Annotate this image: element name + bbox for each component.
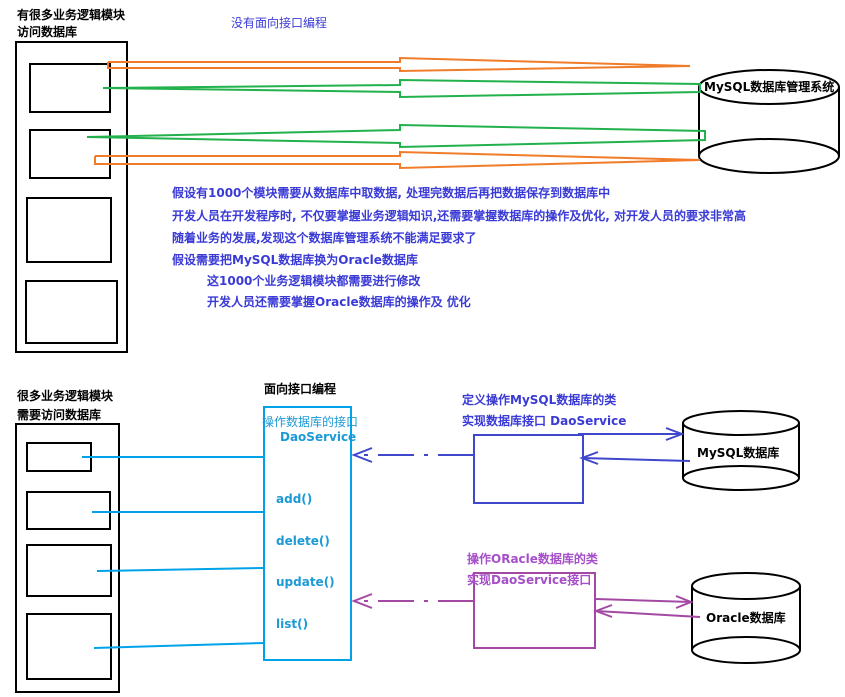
- top-module-box-4: [25, 280, 118, 344]
- bottom-module-group-label: 很多业务逻辑模块: [17, 389, 114, 403]
- top-module-box-3: [26, 197, 112, 263]
- method-add: add(): [276, 492, 313, 506]
- top-module-group-label: 有很多业务逻辑模块: [17, 8, 126, 22]
- top-module-group-sublabel: 访问数据库: [17, 25, 78, 39]
- oracle-impl-label: 操作ORacle数据库的类: [467, 552, 598, 566]
- bottom-mysql-cylinder: [682, 410, 800, 491]
- top-note-6: 开发人员还需要掌握Oracle数据库的操作及 优化: [207, 295, 471, 309]
- top-title: 没有面向接口编程: [231, 16, 328, 30]
- interface-box: [263, 406, 352, 661]
- top-note-4: 假设需要把MySQL数据库换为Oracle数据库: [172, 253, 418, 267]
- mysql-implements-arrow: [351, 447, 474, 463]
- mysql-impl-box: [473, 434, 584, 504]
- mysql-impl-sublabel: 实现数据库接口 DaoService: [462, 414, 627, 428]
- bottom-module-box-2: [26, 491, 111, 530]
- top-note-3: 随着业务的发展,发现这个数据库管理系统不能满足要求了: [172, 231, 477, 245]
- mysql-impl-label: 定义操作MySQL数据库的类: [462, 393, 617, 407]
- top-module-box-1: [29, 63, 111, 113]
- top-note-5: 这1000个业务逻辑模块都需要进行修改: [207, 274, 421, 288]
- oracle-implements-arrow: [351, 593, 474, 609]
- top-green-connection-1: [102, 78, 701, 99]
- bottom-module-group-sublabel: 需要访问数据库: [17, 408, 102, 422]
- method-list: list(): [276, 617, 309, 631]
- top-orange-connection-1: [107, 56, 691, 73]
- top-module-box-2: [29, 129, 111, 179]
- interface-name: DaoService: [280, 430, 357, 444]
- method-delete: delete(): [276, 534, 330, 548]
- interface-label: 操作数据库的接口: [262, 415, 359, 429]
- top-mysql-cylinder: [698, 69, 840, 174]
- module-interface-links: [82, 456, 265, 649]
- oracle-cylinder: [691, 572, 801, 664]
- bottom-module-box-4: [26, 613, 112, 680]
- oracle-db-label: Oracle数据库: [706, 611, 786, 625]
- bottom-module-container: [15, 423, 120, 693]
- oracle-db-links: [593, 595, 701, 618]
- top-note-1: 假设有1000个模块需要从数据库中取数据, 处理完数据后再把数据保存到数据库中: [172, 186, 611, 200]
- top-note-2: 开发人员在开发程序时, 不仅要掌握业务逻辑知识,还需要掌握数据库的操作及优化, …: [172, 209, 747, 223]
- top-green-connection-2: [86, 123, 706, 149]
- oracle-impl-sublabel: 实现DaoService接口: [467, 573, 592, 587]
- top-mysql-db-label: MySQL数据库管理系统: [704, 80, 835, 94]
- top-module-container: [15, 41, 128, 353]
- bottom-title: 面向接口编程: [264, 382, 337, 396]
- bottom-mysql-db-label: MySQL数据库: [697, 446, 780, 460]
- method-update: update(): [276, 575, 335, 589]
- mysql-db-links: [578, 427, 691, 465]
- top-orange-connection-2: [94, 150, 701, 170]
- bottom-module-box-1: [26, 442, 92, 472]
